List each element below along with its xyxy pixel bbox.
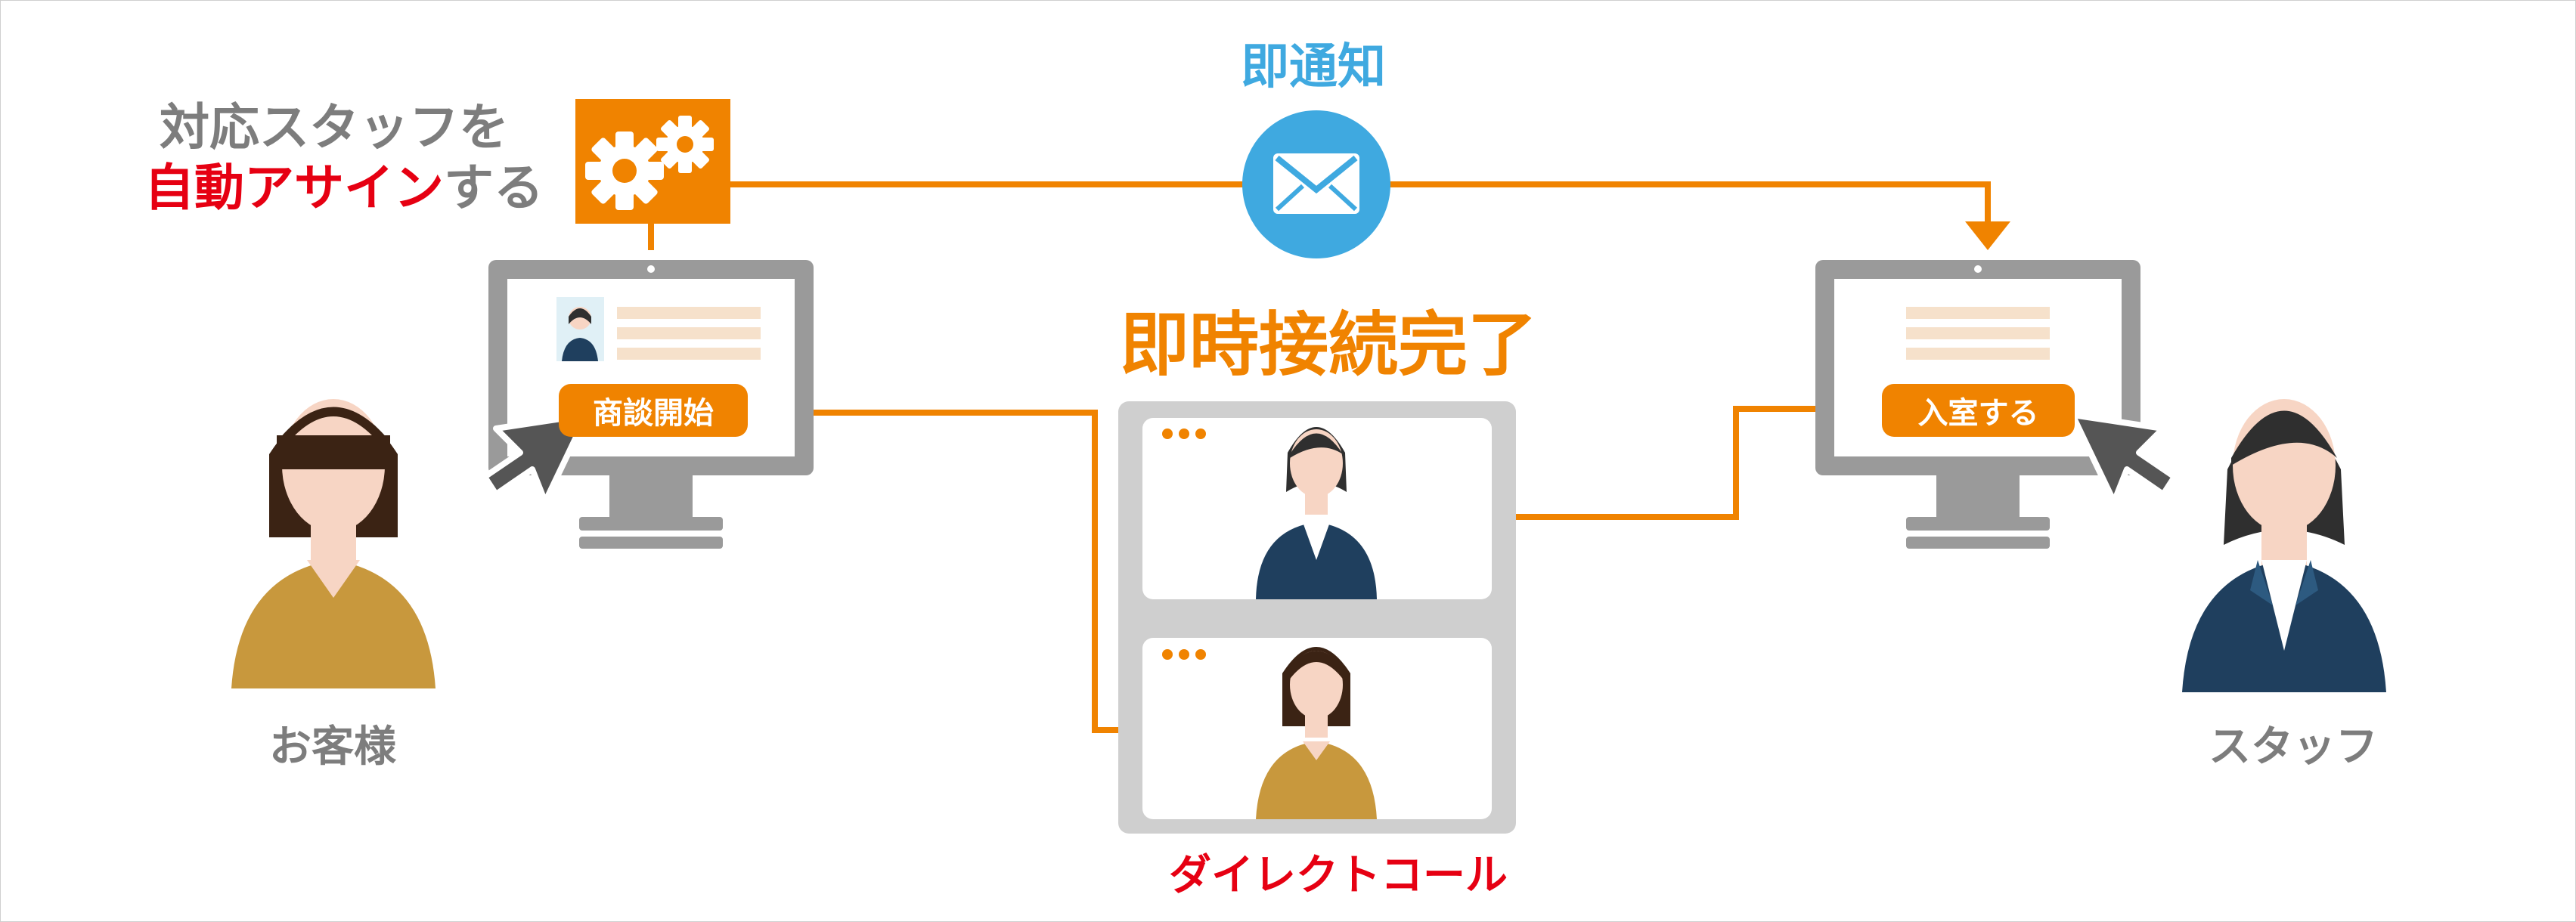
staff-label: スタッフ (2209, 722, 2378, 772)
notify-label: 即通知 (1241, 39, 1386, 95)
connected-heading: 即時接続完了 (1120, 305, 1538, 385)
assign-rest: する (444, 159, 544, 217)
envelope-icon (1242, 110, 1390, 258)
notification-line (648, 181, 1991, 250)
assign-heading-line2: 自動アサインする (144, 163, 544, 213)
staff-monitor-icon (1815, 260, 2140, 549)
call-staff-person-icon (1256, 427, 1377, 599)
enter-room-button[interactable]: 入室する (1882, 384, 2075, 437)
start-meeting-button[interactable]: 商談開始 (559, 384, 748, 437)
assign-highlight: 自動アサイン (144, 159, 444, 217)
notification-arrowhead (1965, 221, 2010, 250)
direct-call-label: ダイレクトコール (1169, 851, 1508, 900)
customer-monitor-icon (488, 260, 814, 549)
gear-icon (575, 99, 730, 224)
staff-person-icon (2182, 399, 2386, 692)
direct-call-panel (1118, 401, 1516, 834)
assign-heading-line1: 対応スタッフを (160, 98, 509, 156)
customer-person-icon (231, 399, 436, 688)
customer-label: お客様 (269, 722, 396, 772)
call-customer-person-icon (1256, 647, 1377, 819)
